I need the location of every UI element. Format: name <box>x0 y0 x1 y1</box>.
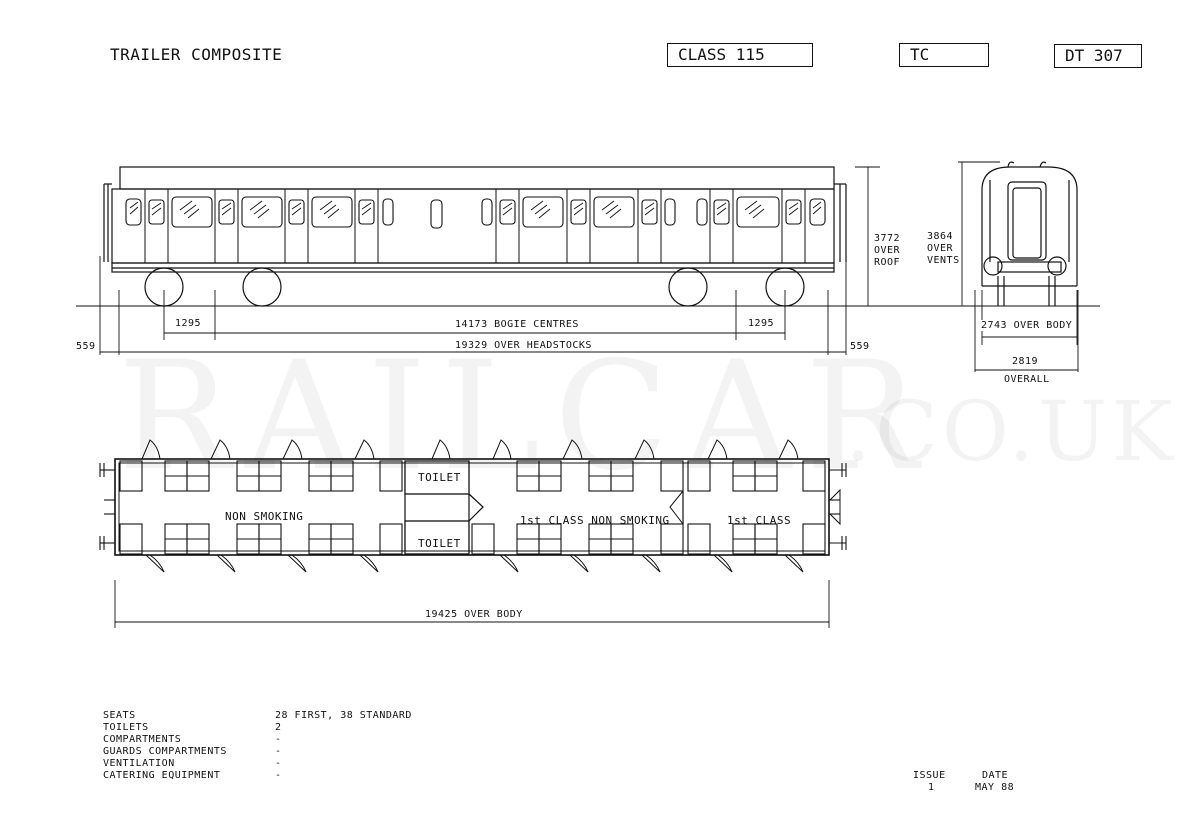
spec-label: SEATS <box>103 710 136 721</box>
class-box: CLASS 115 <box>667 43 813 67</box>
class-label: CLASS 115 <box>678 45 765 64</box>
floor-plan <box>99 439 847 628</box>
issue-label: ISSUE <box>913 770 946 781</box>
dim-roof-over: OVER <box>874 245 901 256</box>
date-value: MAY 88 <box>975 782 1015 793</box>
area-non-smoking: NON SMOKING <box>225 510 304 523</box>
dim-right-end: 559 <box>850 341 870 352</box>
dim-width-overall: 2819 <box>1012 356 1039 367</box>
spec-value: - <box>275 758 282 769</box>
spec-label: COMPARTMENTS <box>103 734 182 745</box>
watermark-text: RAILCAR <box>118 330 932 504</box>
spec-label: CATERING EQUIPMENT <box>103 770 221 781</box>
dim-left-end: 559 <box>76 341 96 352</box>
dim-vents-label: VENTS <box>927 255 960 266</box>
diagram-label: DT 307 <box>1065 46 1123 65</box>
date-label: DATE <box>982 770 1009 781</box>
dim-vents-value: 3864 <box>927 231 954 242</box>
dim-headstocks: 19329 OVER HEADSTOCKS <box>455 340 592 351</box>
dim-bogie-left: 1295 <box>175 318 202 329</box>
spec-label: GUARDS COMPARTMENTS <box>103 746 227 757</box>
dim-vents-over: OVER <box>927 243 954 254</box>
end-buffer-right <box>1047 256 1067 276</box>
wheel-2 <box>242 267 282 307</box>
dim-roof-value: 3772 <box>874 233 901 244</box>
end-view <box>940 161 1100 372</box>
side-elevation <box>76 166 1100 355</box>
dim-bogie-right: 1295 <box>748 318 775 329</box>
toilet-upper: TOILET <box>418 471 461 484</box>
dim-roof-height: 3772 OVER ROOF <box>874 233 900 269</box>
dim-roof-label: ROOF <box>874 257 901 268</box>
code-label: TC <box>910 45 930 64</box>
code-box: TC <box>899 43 989 67</box>
wheel-3 <box>668 267 708 307</box>
spec-value: - <box>275 746 282 757</box>
issue-value: 1 <box>928 782 935 793</box>
spec-value: - <box>275 734 282 745</box>
diagram-box: DT 307 <box>1054 44 1142 68</box>
dim-body-length: 19425 OVER BODY <box>425 609 523 620</box>
spec-value: 28 FIRST, 38 STANDARD <box>275 710 412 721</box>
spec-value: - <box>275 770 282 781</box>
area-first-non-smoking: 1st CLASS NON SMOKING <box>520 514 670 527</box>
spec-label: VENTILATION <box>103 758 175 769</box>
toilet-lower: TOILET <box>418 537 461 550</box>
dim-width-body: 2743 OVER BODY <box>980 320 1074 331</box>
watermark-suffix: .CO.UK <box>845 385 1177 480</box>
dim-vents-height: 3864 OVER VENTS <box>927 231 960 267</box>
page-title: TRAILER COMPOSITE <box>110 45 283 64</box>
spec-label: TOILETS <box>103 722 149 733</box>
dim-width-overall-label: OVERALL <box>1004 374 1050 385</box>
end-buffer-left <box>983 256 1003 276</box>
spec-value: 2 <box>275 722 282 733</box>
area-first-class: 1st CLASS <box>727 514 792 527</box>
dim-bogie-centres: 14173 BOGIE CENTRES <box>455 319 579 330</box>
